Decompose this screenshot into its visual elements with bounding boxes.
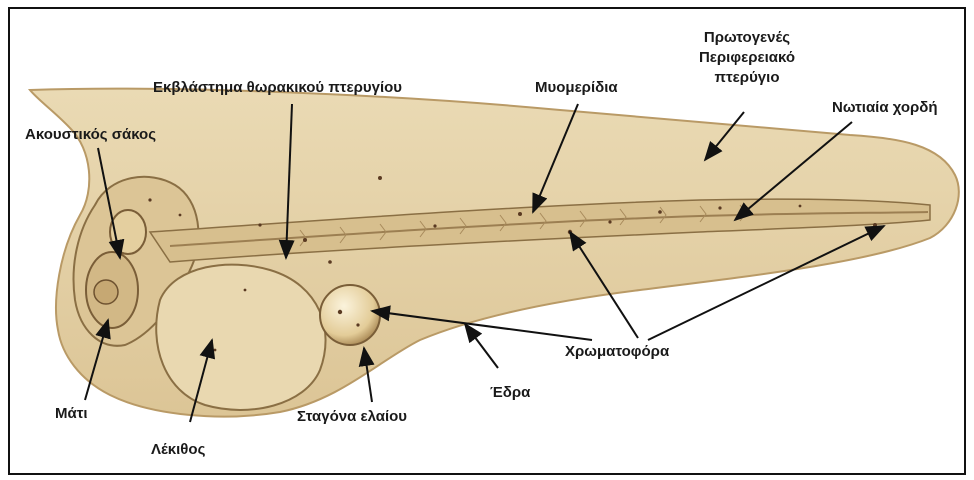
label-myomeridia: Μυομερίδια [535,78,618,98]
label-chromatofora: Χρωματοφόρα [565,342,669,362]
label-stagona-elaiou: Σταγόνα ελαίου [297,407,407,427]
label-akoustikos-sakos: Ακουστικός σάκος [25,125,156,145]
label-mati: Μάτι [55,404,88,424]
arrow-edra [465,324,498,368]
label-edra: Έδρα [490,383,530,403]
oil-droplet-shape [320,285,380,345]
label-protogenes-line1: Πρωτογενές [692,28,802,48]
label-protogenes-line3: πτερύγιο [692,68,802,88]
label-protogenes-line2: Περιφερειακό [692,48,802,68]
eye-lens [94,280,118,304]
label-ekvlastima: Εκβλάστημα θωρακικού πτερυγίου [153,78,402,98]
yolk-sac-shape [156,265,325,410]
label-notiaia-chordi: Νωτιαία χορδή [832,98,938,118]
label-lekithos: Λέκιθος [151,440,205,460]
label-protogenes-block: Πρωτογενές Περιφερειακό πτερύγιο [692,28,802,88]
